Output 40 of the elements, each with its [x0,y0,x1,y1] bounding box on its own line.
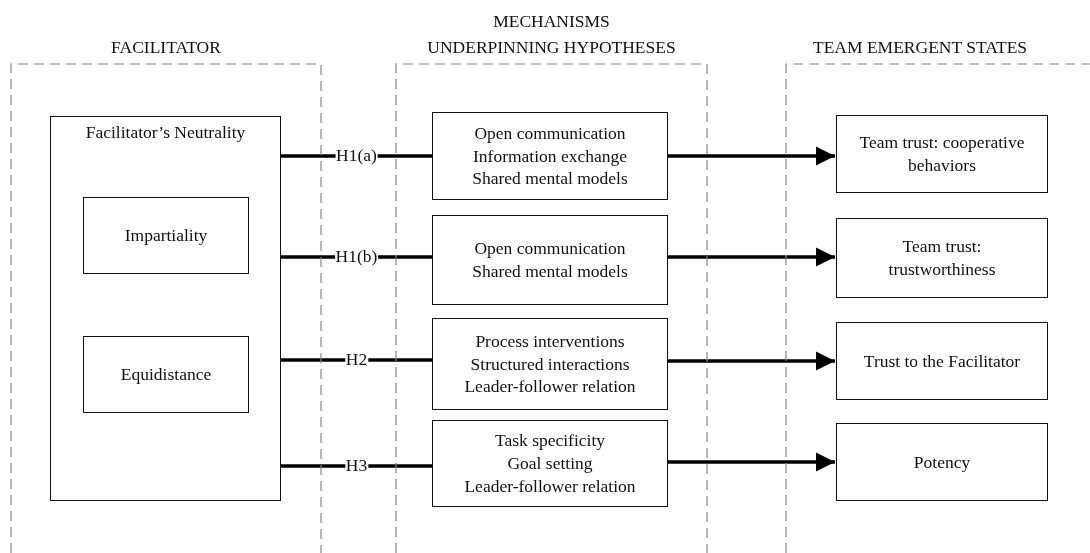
box-text: Potency [913,450,971,474]
process-box [83,336,249,413]
process-box [432,420,668,507]
box-text: Team trust: trustworthiness [887,235,997,281]
box-heading: Facilitator’s Neutrality [85,121,246,144]
box-text: Team trust: cooperative behaviors [858,131,1026,177]
arrow [668,247,835,267]
box-text: Equidistance [120,363,212,386]
process-box [836,218,1048,298]
box-text: Process interventions [475,329,625,353]
connector-line [281,464,432,468]
box-text: Open communication [474,237,626,260]
edge-label: H1(b) [334,248,379,266]
connector-line [281,358,432,362]
box-text: Information exchange [473,144,627,168]
process-box [836,322,1048,400]
process-box [83,197,249,274]
box-text: Goal setting [507,452,593,475]
edge-label: H1(a) [335,147,378,165]
process-box [432,318,668,410]
box-text: Leader-follower relation [464,474,636,498]
column-heading: FACILITATOR [111,35,221,59]
process-box [432,215,668,305]
process-box [836,115,1048,193]
box-text: Task specificity [494,429,606,453]
box-text: Open communication [474,121,626,145]
box-text: Shared mental models [472,260,628,283]
process-box [432,112,668,200]
column-heading: TEAM EMERGENT STATES [812,35,1028,59]
container-box [50,116,281,501]
column-heading: MECHANISMS UNDERPINNING HYPOTHESES [426,10,677,59]
box-text: Impartiality [124,224,208,247]
arrow [668,146,835,166]
arrow [668,351,835,371]
process-box [836,423,1048,501]
box-text: Structured interactions [470,352,630,376]
arrow [668,452,835,472]
box-text: Leader-follower relation [464,375,636,399]
box-text: Shared mental models [472,167,628,191]
box-text: Trust to the Facilitator [863,349,1021,373]
